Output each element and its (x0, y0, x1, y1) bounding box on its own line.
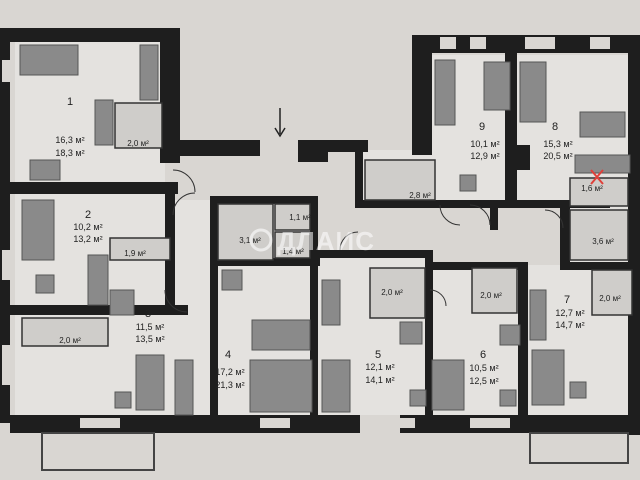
bathroom-area: 1,9 м² (124, 249, 146, 258)
room-area-total: 12,9 м² (470, 151, 499, 161)
balconies (41, 432, 629, 471)
room-area: 12,7 м² (555, 308, 584, 318)
watermark-text: ДЛАИС (277, 226, 375, 256)
room-area: 16,3 м² (55, 135, 84, 145)
bathroom-area: 2,0 м² (480, 291, 502, 300)
bathroom-area: 2,0 м² (127, 139, 149, 148)
room-number: 4 (225, 349, 231, 361)
room-area: 10,2 м² (73, 222, 102, 232)
furniture (19, 44, 631, 416)
room-area: 11,5 м² (136, 322, 165, 332)
marker-x-icon (590, 169, 604, 185)
bathroom-area: 2,0 м² (59, 336, 81, 345)
room-area-total: 12,5 м² (469, 376, 498, 386)
room-area: 10,1 м² (470, 139, 499, 149)
room-area-total: 21,3 м² (215, 380, 244, 390)
walls (0, 28, 640, 435)
bathroom-area: 2,8 м² (409, 191, 431, 200)
room-area: 17,2 м² (215, 367, 244, 377)
room-area-total: 13,5 м² (135, 334, 164, 344)
room-area: 15,3 м² (543, 139, 572, 149)
bathroom-area: 3,6 м² (592, 237, 614, 246)
bathroom-area: 1,6 м² (581, 184, 603, 193)
room-number: 2 (85, 209, 91, 221)
direction-arrow (274, 108, 286, 138)
room-number: 5 (375, 349, 381, 361)
room-number: 9 (479, 121, 485, 133)
door-swings (164, 169, 564, 313)
room-area-total: 18,3 м² (55, 148, 84, 158)
watermark-logo-icon (249, 228, 273, 252)
room-area-total: 14,7 м² (555, 320, 584, 330)
room-area-total: 14,1 м² (365, 375, 394, 385)
room-number: 8 (552, 121, 558, 133)
room-number: 7 (564, 294, 570, 306)
bathroom-area: 2,0 м² (599, 294, 621, 303)
room-area: 10,5 м² (469, 363, 498, 373)
bathroom-blocks (21, 102, 633, 347)
room-number: 1 (67, 96, 73, 108)
room-number: 3 (145, 308, 151, 320)
room-area: 12,1 м² (365, 362, 394, 372)
bathroom-area: 2,0 м² (381, 288, 403, 297)
room-area-total: 13,2 м² (73, 234, 102, 244)
watermark: ДЛАИС (249, 226, 375, 256)
room-labels: 1 16,3 м² 18,3 м² 2 10,2 м² 13,2 м² 3 11… (55, 96, 584, 390)
room-area-total: 20,5 м² (543, 151, 572, 161)
bathroom-area: 1,4 м² (282, 247, 304, 256)
bathroom-area: 1,1 м² (289, 213, 311, 222)
room-number: 6 (480, 349, 486, 361)
